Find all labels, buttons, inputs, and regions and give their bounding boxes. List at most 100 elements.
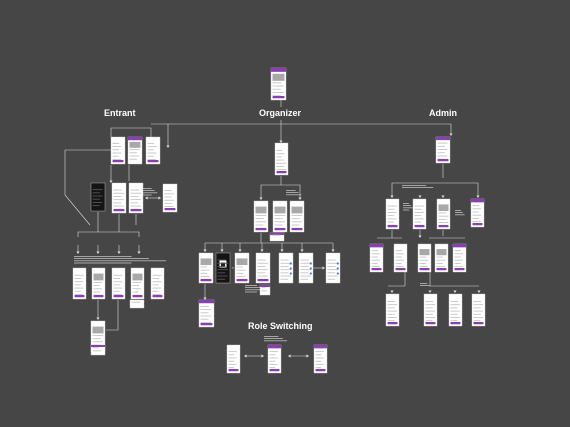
screen-text-line xyxy=(276,159,285,161)
screen-action-button xyxy=(200,279,212,282)
connector-arrowhead xyxy=(390,290,394,293)
screen-text-line xyxy=(113,284,120,286)
screen-text-line xyxy=(200,305,209,307)
screen-image-placeholder xyxy=(274,206,286,214)
screen-text-line xyxy=(315,357,324,359)
screen-text-line xyxy=(269,360,276,362)
connector-arrowhead xyxy=(238,249,242,252)
screen-text-line xyxy=(147,146,157,148)
screen-text-line xyxy=(280,266,289,267)
screen-text-line xyxy=(315,354,322,356)
screen-icon-dot xyxy=(289,272,292,275)
screen-frame xyxy=(412,198,427,230)
screen-text-line xyxy=(438,222,449,223)
screen-text-line xyxy=(387,310,398,312)
screen-text-line xyxy=(200,312,209,314)
screen-text-line xyxy=(280,272,289,274)
screen-text-line xyxy=(132,288,142,290)
screen-text-line xyxy=(113,274,123,276)
screen-header-bar xyxy=(370,244,383,248)
app-screen-thumbnail xyxy=(417,243,432,273)
screen-text-line xyxy=(272,92,284,93)
screen-frame xyxy=(234,252,250,284)
screen-text-line xyxy=(473,317,483,318)
screen-text-line xyxy=(257,266,266,267)
role-switching-section-title: Role Switching xyxy=(248,321,313,331)
screen-text-line xyxy=(74,290,81,292)
screen-text-line xyxy=(152,281,162,283)
qr-code-pattern xyxy=(220,262,226,267)
app-screen-thumbnail xyxy=(267,344,282,374)
screen-text-line xyxy=(395,250,403,252)
screen-text-line xyxy=(112,149,119,151)
connector-line xyxy=(64,150,91,226)
screen-text-line xyxy=(217,269,228,271)
screen-text-line xyxy=(152,287,162,289)
screen-text-line xyxy=(92,192,101,194)
screen-text-line xyxy=(228,351,237,353)
screen-text-line xyxy=(291,218,300,220)
annotation-text-line xyxy=(403,203,409,204)
screen-text-line xyxy=(274,224,283,226)
screen-text-line xyxy=(217,272,226,274)
screen-text-line xyxy=(387,218,397,220)
screen-text-line xyxy=(473,304,484,306)
screen-text-line xyxy=(371,262,378,264)
app-screen-thumbnail xyxy=(226,344,241,374)
screen-image-placeholder xyxy=(93,273,104,281)
app-screen-thumbnail xyxy=(91,267,106,300)
screen-action-button xyxy=(387,225,398,228)
connector-line xyxy=(110,127,152,137)
screen-image-placeholder xyxy=(291,206,303,214)
screen-text-line xyxy=(92,189,103,191)
screen-text-line xyxy=(387,307,395,309)
screen-text-line xyxy=(130,199,141,201)
screen-text-line xyxy=(387,320,395,322)
screen-text-line xyxy=(113,205,124,207)
app-screen-thumbnail xyxy=(270,67,287,101)
screen-header-bar xyxy=(271,68,286,72)
app-screen-thumbnail xyxy=(150,267,165,300)
screen-text-line xyxy=(74,278,82,279)
screen-text-line xyxy=(280,275,291,277)
app-screen-thumbnail xyxy=(234,252,250,284)
annotation-text-line xyxy=(264,340,288,342)
screen-icon-dot xyxy=(336,262,339,265)
screen-text-line xyxy=(300,275,311,277)
screen-text-line xyxy=(276,150,283,151)
screen-frame xyxy=(128,182,144,214)
screen-text-line xyxy=(74,274,84,276)
connector-arrowhead xyxy=(428,290,432,293)
screen-frame xyxy=(274,142,289,176)
annotation-text-line xyxy=(264,338,283,339)
screen-image-placeholder xyxy=(132,273,143,281)
screen-frame xyxy=(91,267,106,300)
app-screen-thumbnail xyxy=(470,198,485,228)
screen-text-line xyxy=(113,196,122,197)
screen-text-line xyxy=(276,169,287,171)
app-screen-thumbnail xyxy=(90,344,106,356)
app-screen-thumbnail xyxy=(434,243,449,273)
screen-image-placeholder xyxy=(438,204,449,211)
screen-header-bar xyxy=(270,233,284,235)
screen-header-bar xyxy=(128,137,142,141)
screen-header-bar xyxy=(453,244,466,248)
screen-text-line xyxy=(436,256,444,258)
screen-text-line xyxy=(419,263,426,264)
screen-text-line xyxy=(112,152,122,154)
screen-frame xyxy=(436,198,451,230)
screen-frame xyxy=(90,182,106,212)
app-screen-thumbnail xyxy=(145,136,161,165)
screen-text-line xyxy=(255,221,266,223)
screen-text-line xyxy=(437,152,445,154)
admin-section-title: Admin xyxy=(429,108,457,118)
connector-arrowhead xyxy=(476,195,480,198)
connector-arrowhead xyxy=(288,354,291,358)
screen-layer xyxy=(72,67,486,374)
annotation-text-line xyxy=(245,287,261,288)
connector-arrowhead xyxy=(109,180,113,183)
annotation-text-line xyxy=(420,285,430,286)
screen-text-line xyxy=(236,266,244,268)
screen-text-line xyxy=(93,288,103,290)
